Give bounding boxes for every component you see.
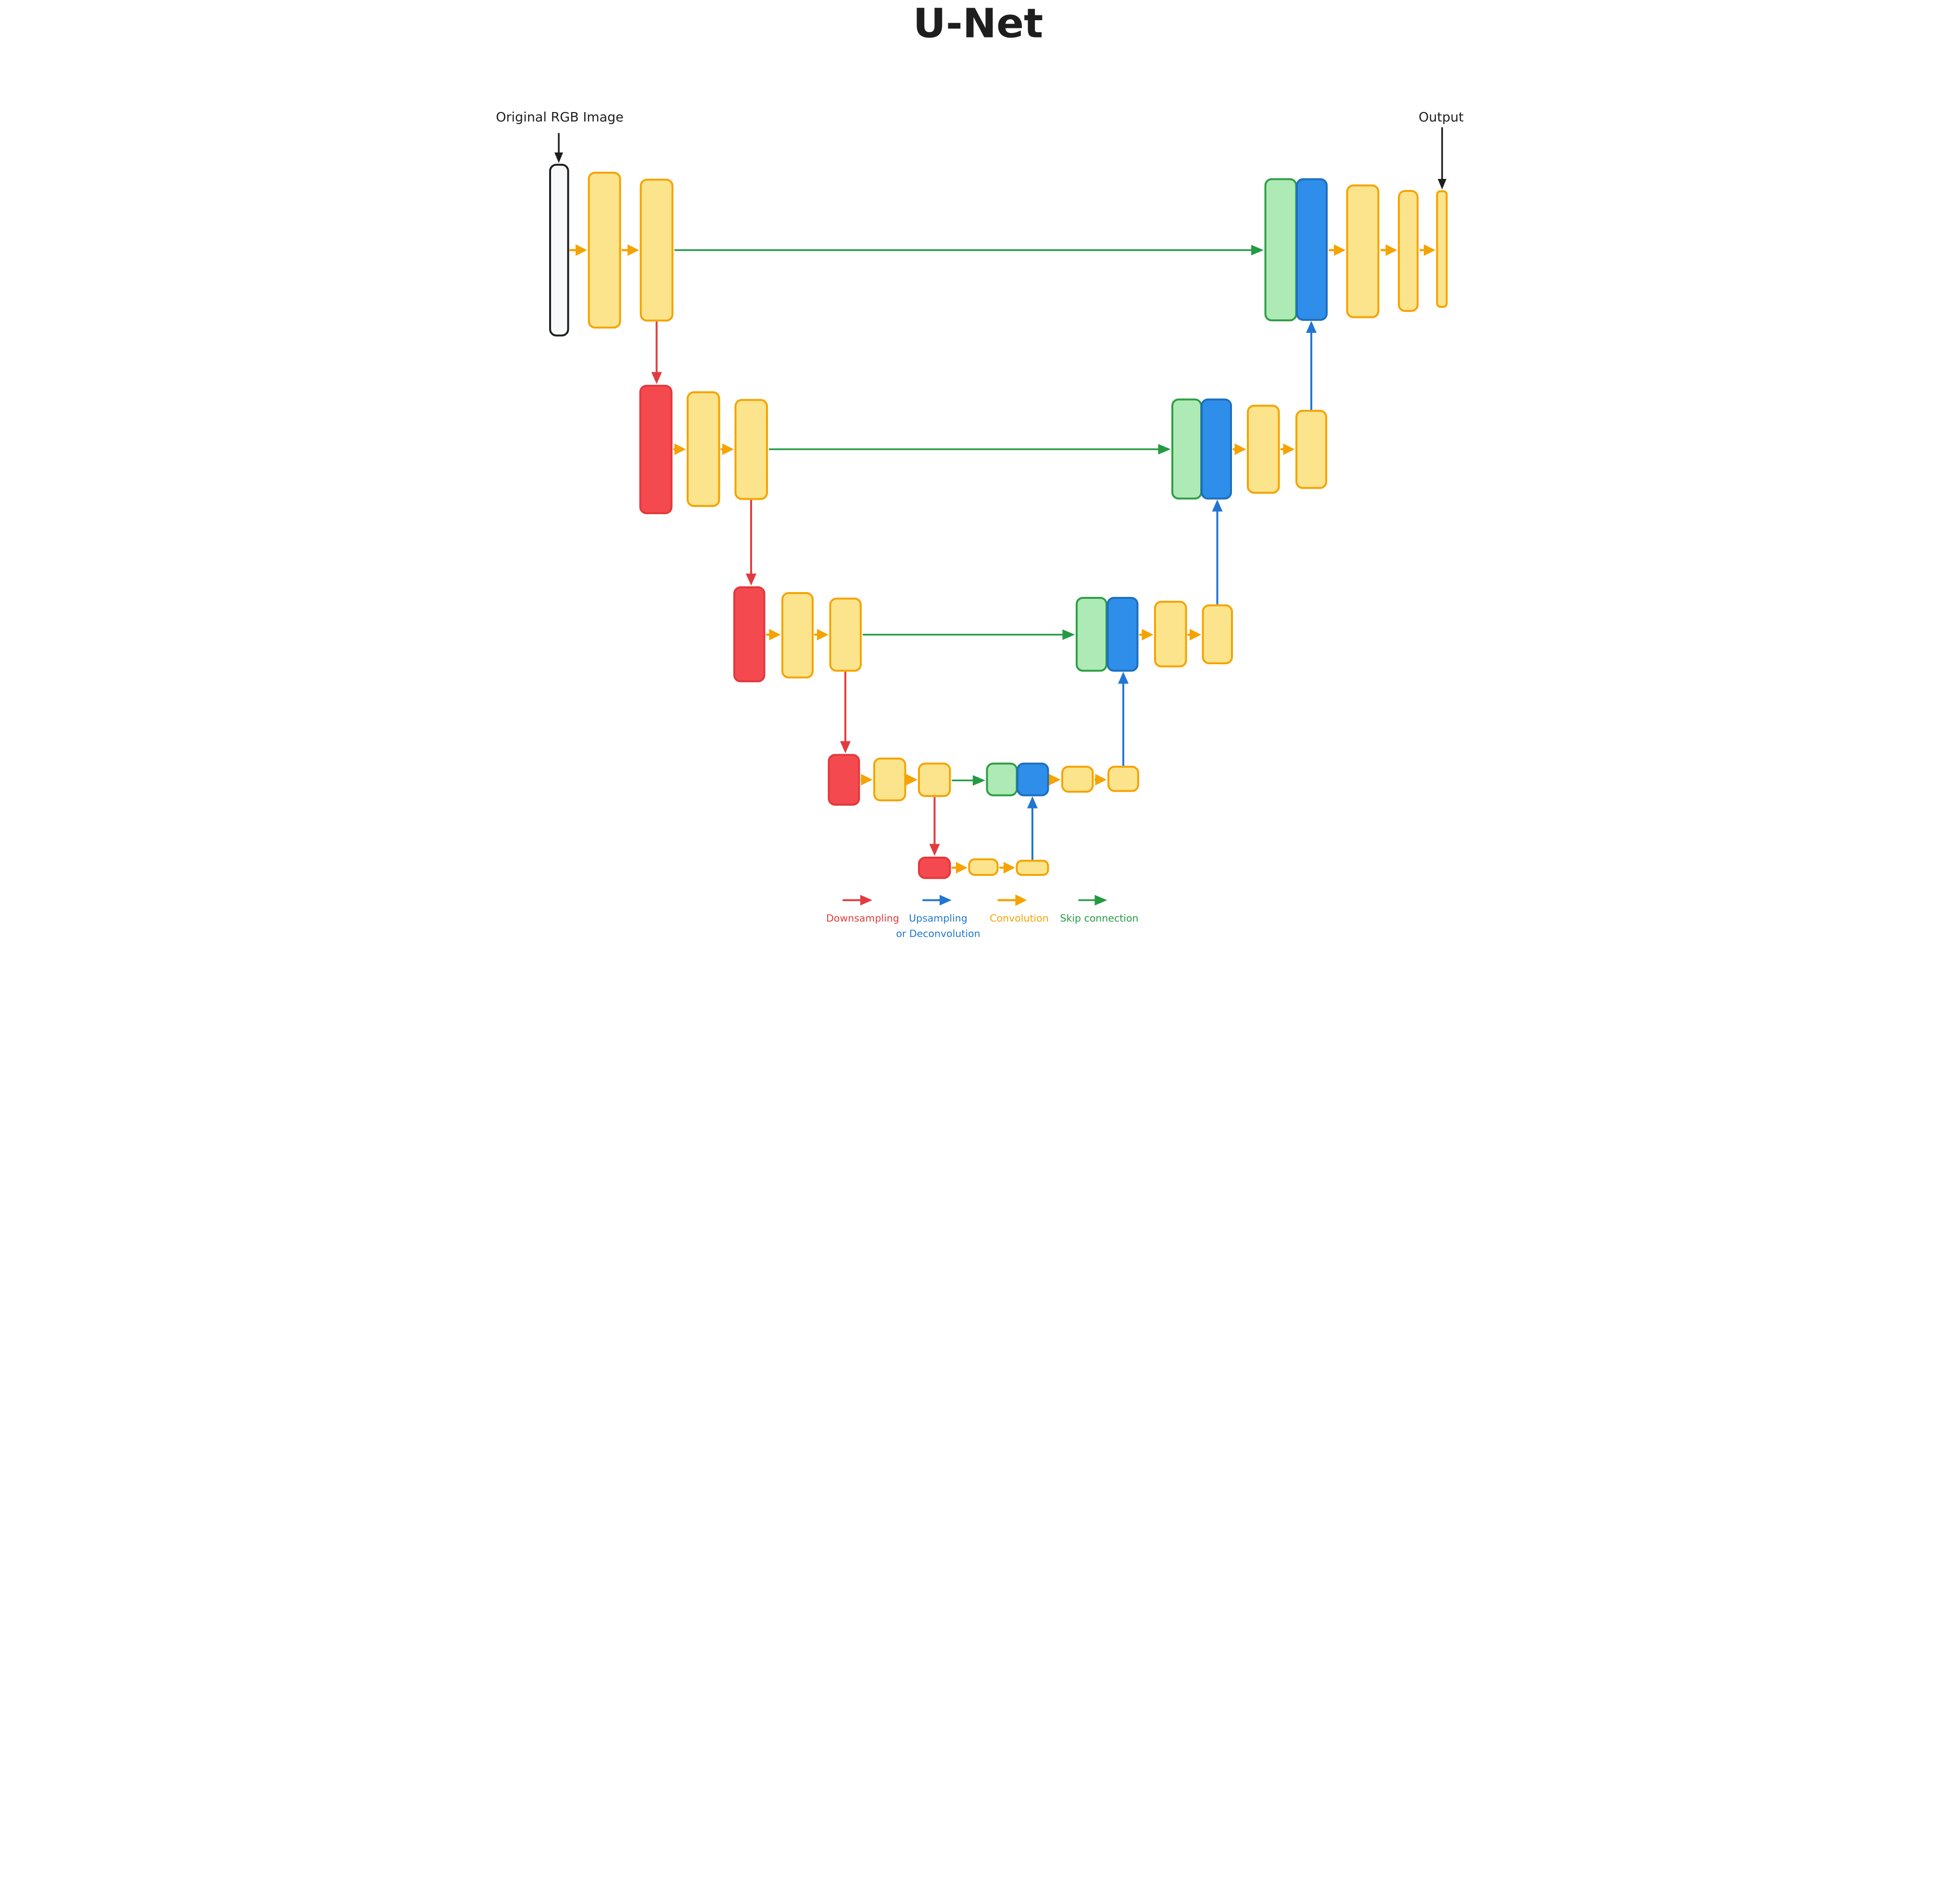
conv-feature-block (1398, 190, 1419, 312)
conv-feature-block (1107, 766, 1139, 792)
conv-feature-block (734, 399, 768, 500)
convolution-arrow-head (906, 774, 917, 785)
conv-feature-block (1295, 410, 1327, 489)
convolution-arrow-head (1283, 443, 1295, 455)
conv-feature-block (829, 597, 862, 672)
conv-feature-block (1202, 604, 1233, 664)
input-image-block (549, 164, 569, 337)
conv-feature-block (1061, 766, 1094, 793)
unet-diagram-page: U-Net Original RGB Image Output Downsamp… (490, 0, 1470, 943)
convolution-arrow-head (1334, 244, 1345, 256)
conv-feature-block (918, 762, 951, 797)
convolution-arrow-head (722, 443, 734, 455)
convolution-arrow-head (1095, 774, 1107, 785)
skip-connection-arrow-head (1062, 629, 1075, 640)
skip-connection-arrow-head (1251, 245, 1264, 255)
downsample-arrow-head (840, 741, 851, 753)
upsample-arrow-head (1118, 671, 1129, 684)
convolution-arrow-head (817, 629, 829, 641)
downsample-block (918, 857, 951, 879)
convolution-arrow-head (1190, 629, 1201, 641)
conv-feature-block (687, 391, 720, 507)
output-label: Output (1419, 110, 1464, 125)
legend-downsample-arrow-head (860, 895, 872, 906)
conv-feature-block (1247, 405, 1280, 494)
convolution-arrow-head (956, 862, 967, 873)
output-annotation-arrow-head (1438, 179, 1446, 190)
legend-label-upsampling: Upsampling (909, 912, 967, 924)
upsample-block (1017, 762, 1049, 797)
conv-feature-block (968, 858, 999, 876)
convolution-arrow-head (1234, 443, 1246, 455)
conv-feature-block (873, 758, 906, 801)
convolution-arrow-head (1004, 862, 1015, 873)
legend-convolution-arrow-head (1015, 894, 1027, 906)
upsample-block (1201, 398, 1232, 500)
output-block (1436, 190, 1448, 308)
skip-connection-arrow-head (1158, 444, 1171, 455)
upsample-arrow-head (1212, 499, 1223, 512)
skip-concat-block (1171, 398, 1202, 500)
legend-label-convolution: Convolution (990, 912, 1048, 924)
legend-upsample-arrow-head (940, 895, 952, 906)
conv-feature-block (781, 592, 814, 679)
convolution-arrow-head (1142, 629, 1154, 641)
legend-label-upsampling-line2: or Deconvolution (896, 928, 980, 939)
convolution-arrow-head (674, 443, 686, 455)
skip-connection-arrow-head (973, 775, 985, 786)
legend-skip-arrow-head (1094, 895, 1107, 906)
downsample-arrow-head (929, 844, 940, 856)
input-annotation-arrow-head (554, 152, 563, 163)
legend-label-downsampling: Downsampling (826, 912, 899, 924)
diagram-shapes (549, 127, 1448, 906)
upsample-arrow-head (1027, 796, 1038, 809)
convolution-arrow-head (628, 244, 639, 256)
unet-diagram: U-Net Original RGB Image Output Downsamp… (490, 0, 1470, 943)
conv-feature-block (588, 172, 621, 329)
convolution-arrow-head (769, 629, 781, 641)
downsample-block (733, 586, 766, 683)
conv-feature-block (1154, 601, 1187, 668)
downsample-arrow-head (651, 372, 662, 384)
downsample-block (639, 385, 673, 514)
convolution-arrow-head (576, 244, 587, 256)
convolution-arrow-head (1424, 244, 1435, 256)
conv-feature-block (640, 178, 674, 322)
conv-feature-block (1016, 860, 1049, 876)
convolution-arrow-head (861, 774, 873, 785)
upsample-arrow-head (1306, 321, 1317, 333)
downsample-arrow-head (746, 573, 756, 586)
input-label: Original RGB Image (496, 110, 624, 125)
conv-feature-block (1346, 184, 1380, 318)
skip-concat-block (1076, 597, 1107, 672)
convolution-arrow-head (1385, 244, 1397, 256)
convolution-arrow-head (1049, 774, 1061, 785)
legend-label-skip-connection: Skip connection (1060, 912, 1138, 924)
page-title: U-Net (913, 0, 1043, 47)
skip-concat-block (986, 762, 1018, 797)
upsample-block (1296, 178, 1328, 321)
upsample-block (1106, 597, 1139, 672)
skip-concat-block (1264, 178, 1297, 321)
downsample-block (828, 754, 860, 806)
